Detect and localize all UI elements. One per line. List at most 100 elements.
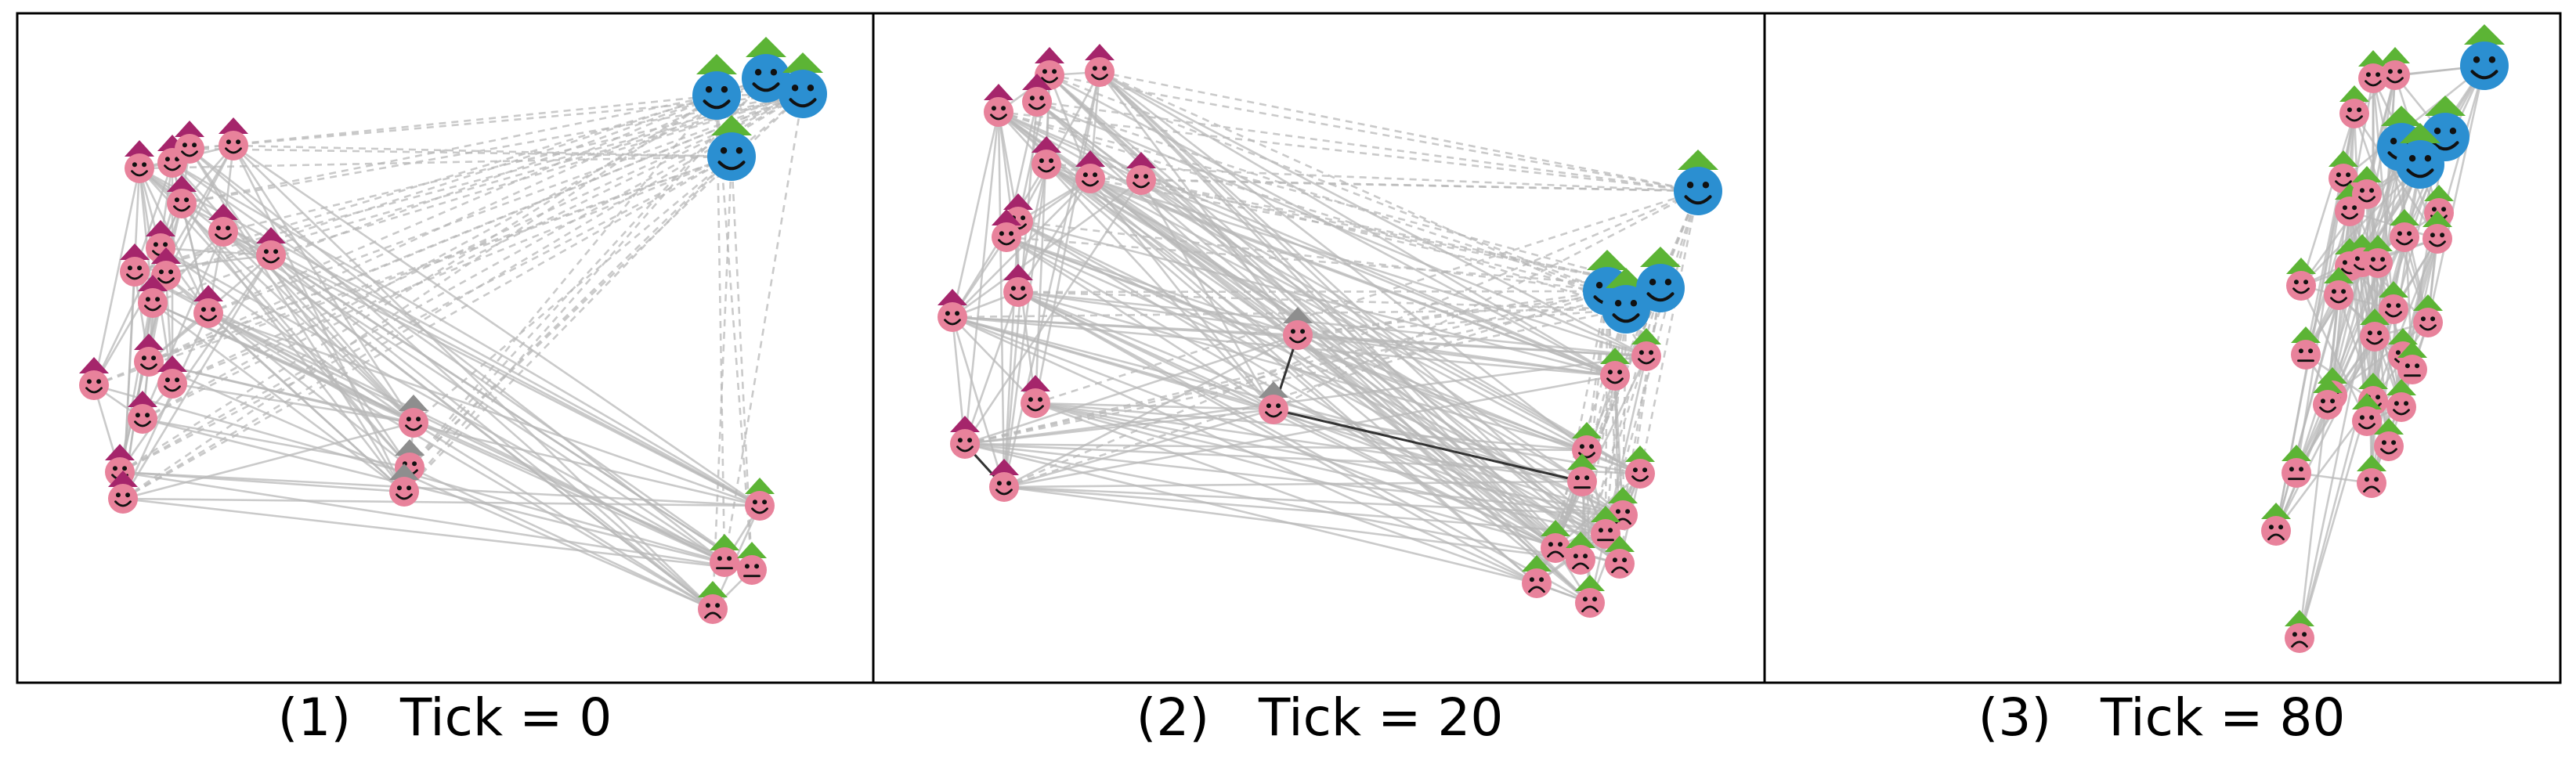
face-icon	[984, 97, 1013, 127]
edge	[118, 254, 273, 473]
agent-node	[256, 227, 286, 270]
mouth-smile	[262, 257, 280, 264]
weak-tie-edge	[998, 110, 1699, 193]
weak-tie-edge	[403, 156, 732, 492]
face-icon	[167, 189, 197, 218]
mouth-smile	[995, 489, 1013, 496]
hat-icon	[2352, 166, 2382, 182]
agent-node	[710, 534, 739, 577]
hat-icon	[2352, 393, 2382, 409]
mouth-smile	[2292, 287, 2310, 294]
agent-node	[2286, 258, 2316, 301]
face-icon	[1283, 320, 1313, 350]
hat-icon	[256, 227, 286, 243]
face-icon	[992, 222, 1021, 252]
hat-icon	[2386, 379, 2416, 395]
weak-tie-edge	[181, 94, 717, 205]
edge	[1003, 374, 1616, 489]
influencer-node	[742, 37, 790, 103]
edge	[233, 144, 761, 507]
face-icon	[1021, 388, 1050, 418]
edge	[2298, 294, 2340, 639]
hat-icon	[1640, 247, 1681, 267]
panel-1-edges	[92, 77, 804, 611]
face-icon	[2380, 60, 2410, 90]
hat-icon	[1003, 193, 1033, 210]
weak-tie-edge	[1554, 290, 1609, 549]
face-icon	[707, 132, 756, 181]
mouth-frown	[704, 611, 721, 619]
weak-tie-edge	[1006, 236, 1661, 290]
mouth-smile	[1578, 452, 1595, 459]
mouth-smile	[990, 114, 1007, 121]
face-icon	[2352, 179, 2382, 209]
panel-1-nodes	[79, 37, 827, 624]
edge	[2372, 78, 2430, 323]
mouth-smile	[717, 160, 746, 171]
weak-tie-edge	[208, 92, 804, 315]
hat-icon	[1567, 453, 1597, 470]
mouth-smile	[2380, 448, 2397, 455]
face-icon	[1003, 277, 1033, 307]
face-icon	[710, 547, 739, 577]
agent-node	[157, 355, 187, 399]
mouth-smile	[1612, 313, 1640, 323]
weak-tie-edge	[408, 95, 718, 468]
mouth-smile	[2385, 311, 2402, 318]
hat-icon	[2363, 235, 2393, 251]
edge	[1140, 179, 1616, 377]
hat-icon	[2381, 106, 2422, 126]
hat-icon	[711, 115, 752, 135]
weak-tie-edge	[1604, 290, 1609, 535]
edge	[1003, 480, 1583, 489]
hat-icon	[1259, 381, 1288, 398]
hat-icon	[2379, 281, 2408, 298]
edge	[964, 442, 1588, 452]
weak-tie-edge	[1579, 287, 1662, 561]
mouth-smile	[1027, 405, 1044, 412]
hat-icon	[2390, 209, 2419, 225]
mouth-smile	[134, 420, 151, 427]
edge	[160, 247, 272, 257]
agent-node	[992, 209, 1021, 252]
face-icon	[989, 472, 1019, 502]
edge	[2300, 285, 2368, 422]
hat-icon	[2425, 96, 2466, 116]
edge	[1297, 334, 1616, 377]
edge	[2376, 262, 2403, 408]
weak-tie-edge	[122, 94, 717, 500]
weak-tie-edge	[134, 92, 804, 273]
edge	[1273, 408, 1606, 536]
edge	[232, 145, 406, 492]
hat-icon	[1631, 328, 1661, 344]
edge	[952, 316, 1036, 404]
hat-icon	[950, 416, 980, 432]
edge	[1003, 485, 1624, 517]
mouth-smile	[2470, 70, 2498, 80]
agent-node	[984, 84, 1013, 127]
mouth-smile	[140, 363, 157, 370]
hat-icon	[389, 463, 419, 480]
hat-icon	[2388, 328, 2418, 344]
hat-icon	[2291, 326, 2321, 343]
influencer-node	[692, 54, 741, 120]
hat-icon	[1566, 532, 1595, 548]
hat-icon	[746, 37, 786, 57]
edge	[1035, 402, 1583, 483]
agent-node	[2386, 379, 2416, 422]
face-icon	[692, 71, 741, 120]
edge	[189, 148, 714, 610]
agent-node	[138, 275, 168, 318]
weak-tie-edge	[208, 94, 717, 315]
edge	[1046, 164, 1537, 584]
agent-node	[1575, 575, 1605, 618]
face-icon	[742, 54, 790, 103]
edge	[222, 230, 725, 564]
weak-tie-edge	[1638, 190, 1700, 474]
agent-node	[2363, 235, 2393, 278]
edge	[1017, 290, 1647, 358]
agent-node	[2360, 308, 2390, 352]
weak-tie-edge	[172, 155, 732, 385]
edge	[1099, 70, 1588, 452]
face-icon	[2282, 458, 2311, 488]
